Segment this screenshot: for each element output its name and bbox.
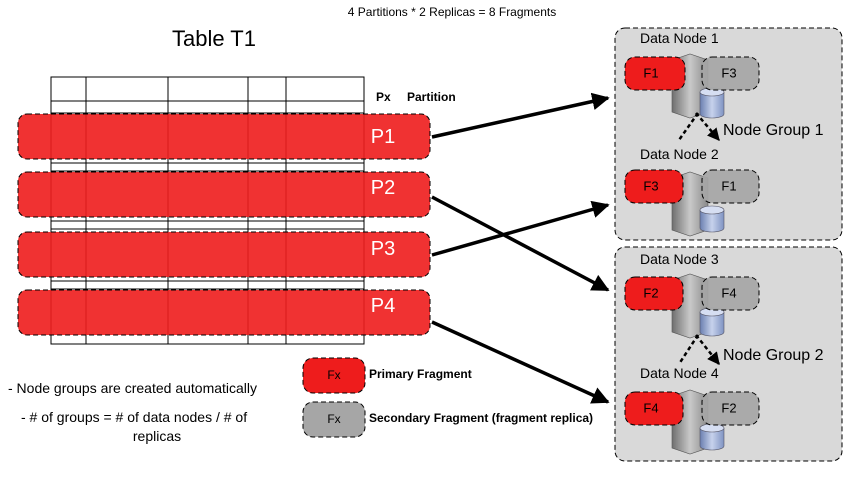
fragment-secondary-label: F3: [721, 66, 736, 81]
formula-text: 4 Partitions * 2 Replicas = 8 Fragments: [348, 5, 556, 19]
column-header-px: Px: [376, 90, 391, 104]
fragment-primary: [624, 391, 684, 426]
arrow-p2-to-node3: [431, 195, 610, 292]
legend-primary-sample: Fx: [327, 368, 340, 382]
fragment-secondary: [701, 169, 760, 204]
legend: Fx Primary Fragment Fx Secondary Fragmen…: [302, 357, 593, 438]
fragment-secondary: [701, 56, 760, 91]
data-node-2-label: Data Node 2: [640, 146, 719, 162]
partition-row-p1: P1: [17, 113, 431, 160]
partition-row-p2: P2: [17, 171, 431, 218]
data-node-3: F2 F4: [624, 273, 760, 339]
data-node-4: F4 F2: [624, 389, 760, 455]
fragment-primary: [624, 276, 684, 311]
table-title: Table T1: [172, 26, 256, 51]
legend-secondary-swatch: [302, 401, 366, 438]
arrow-p1-to-node1: [431, 92, 610, 139]
fragment-secondary-label: F2: [721, 401, 736, 416]
replication-cross: [677, 334, 720, 365]
node-group-2: Data Node 3 Data Node 4 Node Group 2 F2 …: [614, 246, 843, 462]
legend-primary-label: Primary Fragment: [369, 367, 472, 381]
fragment-secondary-label: F1: [721, 179, 736, 194]
fragment-secondary: [701, 391, 760, 426]
data-node-1-label: Data Node 1: [640, 30, 719, 46]
note-line-1: - Node groups are created automatically: [8, 380, 257, 396]
legend-secondary-sample: Fx: [327, 412, 340, 426]
note-line-2: - # of groups = # of data nodes / # of: [21, 409, 247, 425]
node-group-2-label: Node Group 2: [723, 347, 824, 364]
note-line-3: replicas: [133, 428, 181, 444]
data-node-1: F1 F3: [624, 53, 760, 119]
fragment-primary-label: F1: [643, 66, 658, 81]
fragment-primary-label: F2: [643, 286, 658, 301]
fragment-primary: [624, 56, 686, 91]
data-node-3-label: Data Node 3: [640, 251, 719, 267]
partition-label-p1: P1: [371, 126, 395, 148]
replication-cross: [677, 112, 720, 141]
legend-secondary-label: Secondary Fragment (fragment replica): [369, 411, 593, 425]
data-node-2: F3 F1: [624, 169, 760, 237]
fragment-primary: [624, 169, 684, 204]
fragment-secondary-label: F4: [721, 286, 736, 301]
partition-row-p3: P3: [17, 231, 431, 278]
arrow-p3-to-node2: [431, 200, 610, 257]
partition-label-p4: P4: [371, 295, 395, 317]
node-group-1-label: Node Group 1: [723, 122, 824, 139]
fragment-primary-label: F4: [643, 401, 658, 416]
legend-primary-swatch: [302, 357, 366, 394]
column-header-partition: Partition: [407, 90, 456, 104]
node-group-1: Data Node 1 Data Node 2 Node Group 1 F1 …: [614, 27, 843, 241]
fragment-primary-label: F3: [643, 179, 658, 194]
arrow-p4-to-node4: [431, 320, 610, 404]
partition-label-p2: P2: [371, 177, 395, 199]
partition-arrows: [431, 92, 610, 404]
data-node-4-label: Data Node 4: [640, 365, 719, 381]
fragment-secondary: [701, 276, 760, 311]
partition-label-p3: P3: [371, 238, 395, 260]
partition-row-p4: P4: [17, 289, 431, 336]
